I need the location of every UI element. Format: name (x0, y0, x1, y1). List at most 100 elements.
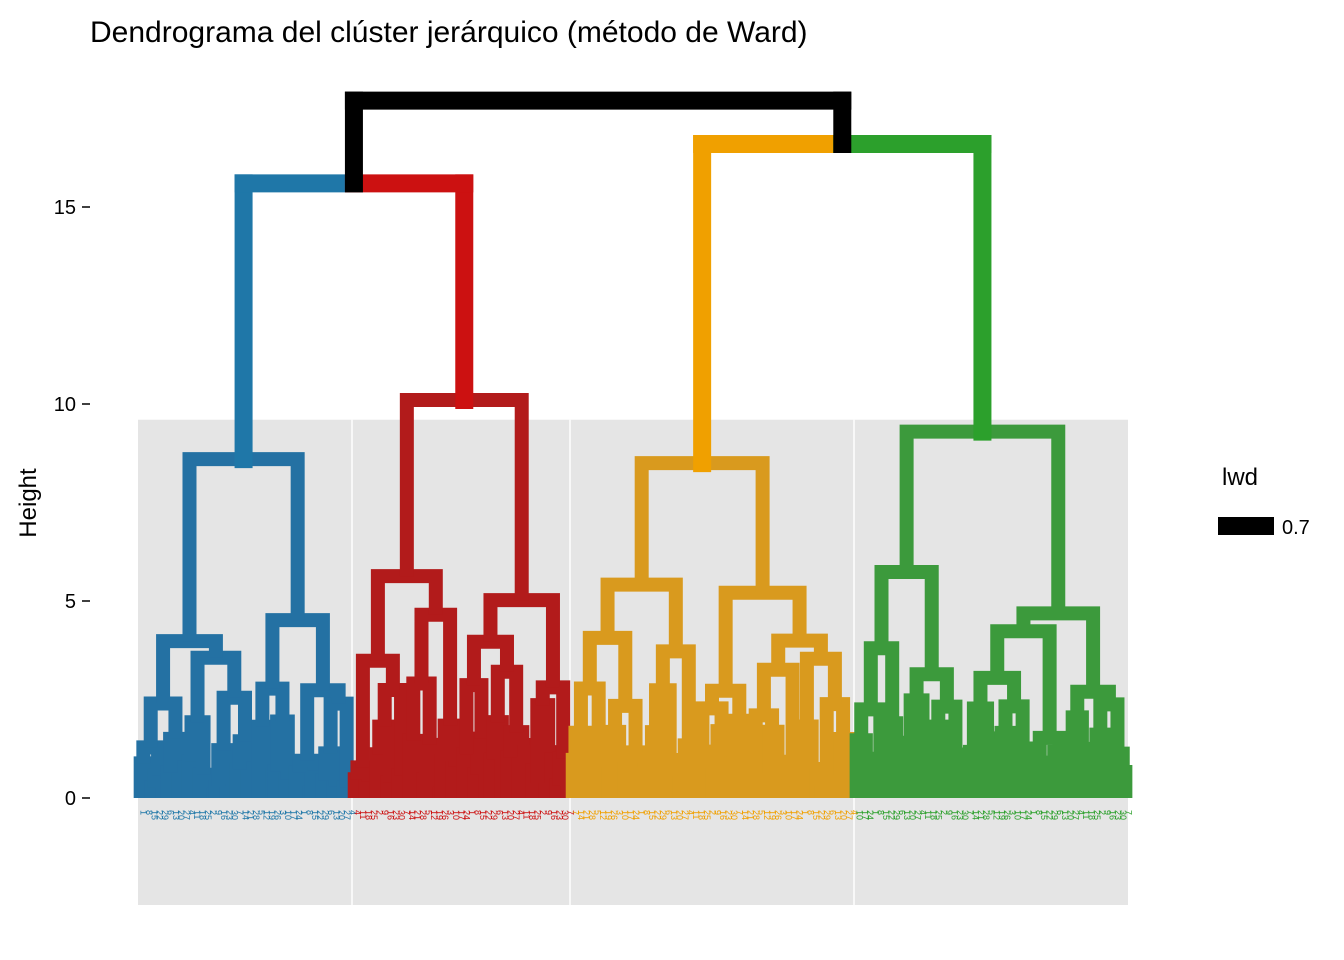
leaf-label: 22 (817, 810, 827, 820)
dendrogram-branch (830, 731, 856, 771)
leaf-label: 27 (913, 810, 923, 820)
dendrogram-branch (406, 676, 437, 745)
leaf-label: 30 (729, 810, 739, 820)
leaf-label: 11 (691, 810, 701, 819)
leaf-label: 18 (364, 810, 374, 820)
leaf-label: 1 (139, 810, 149, 815)
leaf-label: 15 (881, 810, 891, 820)
leaf-label: 24 (462, 810, 472, 820)
leaf-label: 23 (955, 810, 965, 820)
leaf-label: 17 (860, 810, 870, 820)
dendrogram-branch (538, 745, 558, 798)
dendrogram-branch (414, 607, 458, 726)
leaf-label: 7 (565, 810, 575, 815)
leaf-label: 9 (713, 810, 723, 815)
leaf-label: 3 (778, 810, 788, 815)
leaf-label: 24 (795, 810, 805, 820)
leaf-label: 16 (549, 810, 559, 820)
leaf-label: 4 (353, 810, 363, 815)
leaf-label: 2 (1097, 810, 1107, 815)
leaf-label: 29 (321, 810, 331, 820)
leaf-label: 26 (773, 810, 783, 820)
leaf-label: 8 (642, 810, 652, 815)
cluster-1 (133, 452, 357, 798)
leaf-label: 6 (494, 810, 504, 815)
dendrogram-branch (931, 699, 963, 755)
y-axis-title: Height (15, 468, 42, 538)
leaf-label: 21 (976, 810, 986, 820)
leaf-label: 5 (593, 810, 603, 815)
leaf-label: 29 (489, 810, 499, 820)
dendrogram-branch (771, 633, 828, 670)
leaf-label: 2 (707, 810, 717, 815)
leaf-label: 7 (402, 810, 412, 815)
leaf-label: 18 (527, 810, 537, 820)
leaf-label: 7 (1123, 810, 1133, 815)
leaf-label: 1 (1029, 810, 1039, 815)
leaf-label: 15 (478, 810, 488, 820)
dendrogram-branch (573, 681, 606, 752)
leaf-label: 2 (538, 810, 548, 815)
leaf-label: 10 (620, 810, 630, 820)
leaf-label: 6 (664, 810, 674, 815)
leaf-label: 16 (385, 810, 395, 820)
dendrogram-branch (192, 767, 215, 798)
leaf-label: 30 (560, 810, 570, 820)
leaf-label: 9 (380, 810, 390, 815)
leaf-label: 23 (554, 810, 564, 820)
dendrogram-branch (136, 740, 166, 776)
leaf-label: 1 (870, 810, 880, 815)
leaf-label: 28 (751, 810, 761, 820)
dendrogram-branch (976, 731, 998, 798)
leaf-label: 2 (939, 810, 949, 815)
leaf-label: 7 (571, 810, 581, 815)
leaf-label: 17 (1018, 810, 1028, 820)
leaf-label: 29 (822, 810, 832, 820)
leaf-label: 20 (838, 810, 848, 820)
dendrogram-branch (163, 731, 188, 773)
dendrogram-branch (211, 743, 236, 787)
leaf-label: 8 (1034, 810, 1044, 815)
leaf-label: 13 (833, 810, 843, 820)
leaf-label: 20 (1065, 810, 1075, 820)
y-tick-label: 0 (65, 788, 76, 810)
leaf-label: 11 (358, 810, 368, 819)
leaf-label: 19 (604, 810, 614, 820)
dendrogram-branch (600, 577, 683, 652)
leaf-label: 3 (278, 810, 288, 815)
leaf-label: 13 (500, 810, 510, 820)
leaf-label: 27 (342, 810, 352, 820)
leaf-label: 12 (429, 810, 439, 820)
dendrogram-branch (608, 698, 643, 753)
leaf-label: 16 (718, 810, 728, 820)
leaf-label: 24 (631, 810, 641, 820)
leaf-label: 25 (934, 810, 944, 820)
leaf-label: 13 (669, 810, 679, 820)
leaf-label: 4 (849, 810, 859, 815)
dendrogram-branch (926, 719, 951, 784)
dendrogram-branch (133, 756, 154, 798)
leaf-label: 6 (165, 810, 175, 815)
legend: lwd 0.7 (1218, 464, 1310, 539)
dendrogram-branch (799, 651, 842, 727)
legend-label: 0.7 (1282, 517, 1310, 539)
leaf-label: 10 (855, 810, 865, 820)
leaf-label: 22 (1044, 810, 1054, 820)
upper-links (234, 91, 992, 473)
leaf-label: 30 (230, 810, 240, 820)
leaf-label: 19 (997, 810, 1007, 820)
leaf-label: 7 (735, 810, 745, 815)
dendrogram-branch (377, 682, 409, 776)
leaf-label: 27 (844, 810, 854, 820)
legend-title: lwd (1222, 464, 1258, 491)
leaf-label: 1 (467, 810, 477, 815)
leaf-label: 13 (171, 810, 181, 820)
dendrogram-branch (1028, 755, 1051, 798)
dendrogram-branch (372, 719, 398, 783)
leaf-label: 6 (1055, 810, 1065, 815)
leaf-label: 18 (696, 810, 706, 820)
dendrogram-branch (156, 634, 223, 704)
leaf-label: 10 (451, 810, 461, 820)
leaf-label: 20 (675, 810, 685, 820)
